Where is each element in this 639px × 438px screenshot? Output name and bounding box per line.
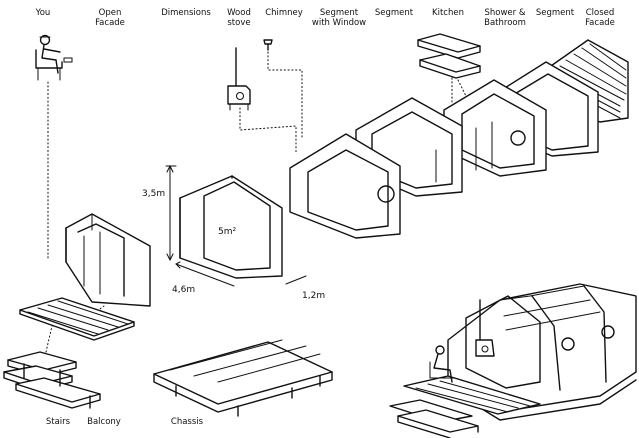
dimensions-module: 3,5m 5m² 4,6m 1,2m [142, 164, 325, 301]
label-closed-facade: Closed Facade [580, 8, 620, 28]
guide-chimney-to-segment [267, 51, 303, 139]
stairs-module [3, 351, 101, 409]
kitchen-module [417, 33, 481, 79]
balcony-module [19, 297, 135, 341]
label-dimensions: Dimensions [161, 8, 211, 18]
label-chimney: Chimney [265, 8, 303, 18]
chimney-icon [263, 39, 273, 51]
label-balcony: Balcony [87, 417, 121, 427]
width-arrow [285, 275, 307, 285]
chassis-module [153, 339, 333, 417]
height-value: 3,5m [142, 189, 165, 199]
area-value: 5m² [218, 227, 236, 237]
label-stairs: Stairs [45, 417, 71, 427]
label-chassis: Chassis [170, 417, 204, 427]
person-icon [35, 34, 73, 81]
length-value: 4,6m [172, 285, 195, 295]
segment-with-window-module [289, 133, 401, 239]
label-open-facade: Open Facade [88, 8, 132, 28]
label-open-facade-line2: Facade [95, 18, 125, 28]
assembled-cabin [389, 283, 637, 438]
label-segment-with-window: Segment with Window [311, 8, 367, 28]
label-segment-1: Segment [374, 8, 414, 18]
label-closed-facade-line1: Closed [585, 8, 615, 18]
height-arrow [166, 164, 174, 262]
length-arrow [175, 261, 235, 287]
label-closed-facade-line2: Facade [585, 18, 615, 28]
open-facade-module [65, 213, 151, 307]
label-shower-bathroom-line1: Shower & [484, 8, 526, 18]
label-wood-stove: Wood stove [221, 8, 257, 28]
label-shower-bathroom: Shower & Bathroom [480, 8, 530, 28]
label-segment-with-window-line1: Segment [319, 8, 359, 18]
label-segment-2: Segment [535, 8, 575, 18]
label-you: You [35, 8, 51, 18]
label-wood-stove-line2: stove [227, 18, 251, 28]
label-open-facade-line1: Open [98, 8, 122, 18]
guide-stove-to-segment [239, 107, 297, 153]
guide-stairs-to-balcony [45, 325, 53, 353]
label-segment-with-window-line2: with Window [311, 18, 367, 28]
wood-stove-icon [227, 47, 251, 111]
label-kitchen: Kitchen [432, 8, 464, 18]
label-wood-stove-line1: Wood [227, 8, 251, 18]
label-shower-bathroom-line2: Bathroom [484, 18, 526, 28]
width-value: 1,2m [302, 291, 325, 301]
